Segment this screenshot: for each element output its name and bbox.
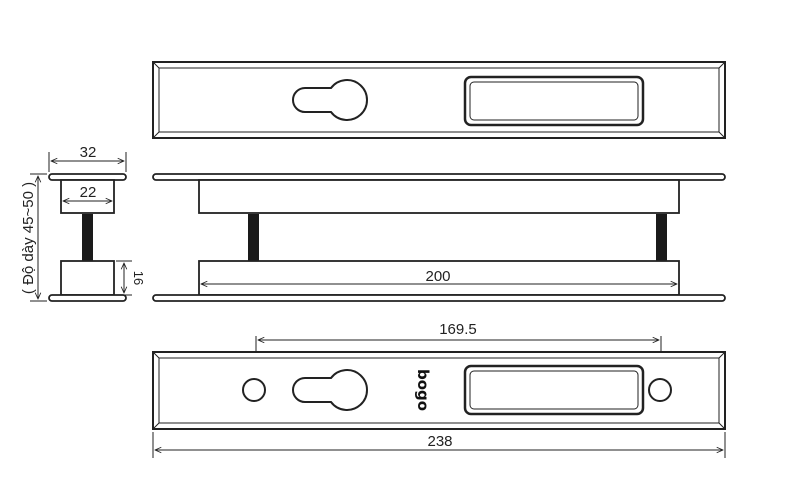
finger-recess-bottom-inner <box>469 370 639 410</box>
side-view: 200 <box>152 173 726 302</box>
side-top-body <box>198 179 680 214</box>
side-bottom-body <box>198 260 680 296</box>
finger-recess-bottom-outer <box>463 364 645 416</box>
finger-recess-top-outer <box>463 75 645 127</box>
keyhole-bottom <box>292 369 368 411</box>
side-rod-left <box>248 214 259 261</box>
bottom-plate-view: 169.5 bogo 238 <box>152 321 726 458</box>
finger-recess-top-inner <box>469 81 639 121</box>
end-top-body <box>60 179 115 214</box>
end-view: 32 22 16 ( Độ dày 45~50 ) <box>20 144 146 302</box>
side-rod-right <box>656 214 667 261</box>
side-bottom-plate <box>152 294 726 302</box>
dim-label-16: 16 <box>131 271 146 285</box>
screw-hole-left <box>242 378 266 402</box>
end-bottom-plate <box>48 294 127 302</box>
top-plate-view <box>152 61 726 139</box>
dim-label-32: 32 <box>80 144 97 161</box>
dim-label-thickness: ( Độ dày 45~50 ) <box>20 182 37 294</box>
end-bottom-body <box>60 260 115 296</box>
keyhole-top <box>292 79 368 121</box>
dim-label-200: 200 <box>425 268 450 285</box>
dim-label-169-5: 169.5 <box>439 321 477 338</box>
dim-label-238: 238 <box>427 433 452 450</box>
top-plate-bevel <box>158 67 720 133</box>
dim-label-22: 22 <box>80 184 97 201</box>
screw-hole-right <box>648 378 672 402</box>
bottom-plate-bevel <box>158 357 720 424</box>
end-rod <box>82 214 93 261</box>
brand-logo: bogo <box>414 369 432 411</box>
